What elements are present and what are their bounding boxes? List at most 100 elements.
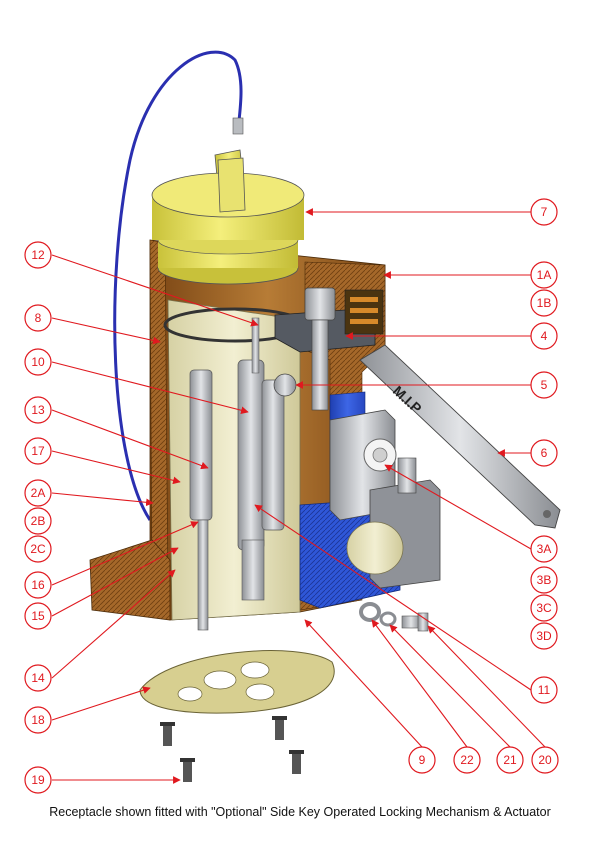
- callout-circle: [530, 566, 558, 594]
- callout-22: 22: [453, 746, 481, 774]
- figure-caption: Receptacle shown fitted with "Optional" …: [49, 805, 551, 819]
- bolt-20: [401, 615, 421, 629]
- callout-label: 19: [31, 773, 45, 787]
- callout-label: 2A: [31, 486, 46, 500]
- callout-label: 21: [503, 753, 517, 767]
- leader-22: [371, 619, 468, 748]
- callout-5: 5: [530, 371, 558, 399]
- callout-label: 18: [31, 713, 45, 727]
- callout-circle: [530, 535, 558, 563]
- pin-b: [197, 519, 209, 631]
- callout-6: 6: [530, 439, 558, 467]
- callout-4: 4: [530, 322, 558, 350]
- callout-circle: [24, 602, 52, 630]
- callout-19: 19: [24, 766, 52, 794]
- callout-17: 17: [24, 437, 52, 465]
- callout-circle: [24, 664, 52, 692]
- leader-3A: [384, 464, 532, 550]
- callout-label: 10: [31, 355, 45, 369]
- callout-16: 16: [24, 571, 52, 599]
- callout-20: 20: [531, 746, 559, 774]
- callout-label: 20: [538, 753, 552, 767]
- callout-3B: 3B: [530, 566, 558, 594]
- callout-label: 15: [31, 609, 45, 623]
- callout-13: 13: [24, 396, 52, 424]
- callout-label: 17: [31, 444, 45, 458]
- leader-10: [51, 361, 249, 415]
- callout-circle: [530, 261, 558, 289]
- screw-19: [289, 750, 304, 774]
- callout-label: 3B: [537, 573, 552, 587]
- screw-19: [272, 716, 287, 740]
- callout-circle: [24, 766, 52, 794]
- callout-9: 9: [408, 746, 436, 774]
- lever-handle: [359, 344, 561, 529]
- callout-label: 22: [460, 753, 474, 767]
- leader-12: [51, 254, 259, 327]
- callout-10: 10: [24, 348, 52, 376]
- plate-cutout: [203, 670, 237, 690]
- callout-18: 18: [24, 706, 52, 734]
- callout-label: 14: [31, 671, 45, 685]
- screw-19: [160, 722, 175, 746]
- callout-circle: [530, 439, 558, 467]
- callout-7: 7: [530, 198, 558, 226]
- callout-circle: [453, 746, 481, 774]
- callout-circle: [530, 371, 558, 399]
- cap-handle-front: [217, 157, 246, 213]
- pin-12: [251, 317, 260, 374]
- base-flange: [89, 539, 171, 621]
- fitting-5: [273, 373, 297, 397]
- callout-2B: 2B: [24, 507, 52, 535]
- callout-circle: [24, 348, 52, 376]
- callout-label: 9: [419, 753, 426, 767]
- callout-circle: [530, 594, 558, 622]
- callout-label: 8: [35, 311, 42, 325]
- callout-14: 14: [24, 664, 52, 692]
- plate-stripe: [350, 308, 378, 313]
- callout-circle: [530, 676, 558, 704]
- callout-circle: [530, 322, 558, 350]
- screw-19: [180, 758, 195, 782]
- callout-circle: [24, 304, 52, 332]
- callout-label: 6: [541, 446, 548, 460]
- plate-cutout: [245, 683, 275, 701]
- callout-1A: 1A: [530, 261, 558, 289]
- callout-circle: [24, 507, 52, 535]
- callout-label: 13: [31, 403, 45, 417]
- callout-label: 2C: [30, 542, 46, 556]
- callout-circle: [530, 198, 558, 226]
- callout-label: 4: [541, 329, 548, 343]
- callout-label: 5: [541, 378, 548, 392]
- lock-screw: [311, 319, 329, 411]
- callout-3C: 3C: [530, 594, 558, 622]
- washer-22: [359, 602, 381, 622]
- callout-circle: [24, 437, 52, 465]
- callout-3A: 3A: [530, 535, 558, 563]
- callout-circle: [24, 706, 52, 734]
- callout-label: 3D: [536, 629, 552, 643]
- pin-d: [261, 379, 285, 531]
- actuator-roller: [346, 521, 404, 575]
- leader-13: [51, 409, 209, 470]
- callout-3D: 3D: [530, 622, 558, 650]
- pin-c-spring: [241, 539, 265, 601]
- lanyard-cable: [113, 50, 243, 521]
- callout-circle: [24, 571, 52, 599]
- leader-16: [51, 521, 199, 586]
- assembly-artwork: M.I.P: [89, 50, 561, 782]
- leader-18: [51, 686, 151, 721]
- callout-circle: [531, 746, 559, 774]
- leader-2A: [51, 492, 154, 507]
- pin-a: [189, 369, 213, 521]
- leader-11: [254, 504, 532, 691]
- callout-circle: [496, 746, 524, 774]
- callout-8: 8: [24, 304, 52, 332]
- callout-11: 11: [530, 676, 558, 704]
- callout-circle: [24, 535, 52, 563]
- callout-circle: [530, 622, 558, 650]
- callout-label: 11: [538, 683, 551, 697]
- bolt-20-head: [417, 612, 429, 632]
